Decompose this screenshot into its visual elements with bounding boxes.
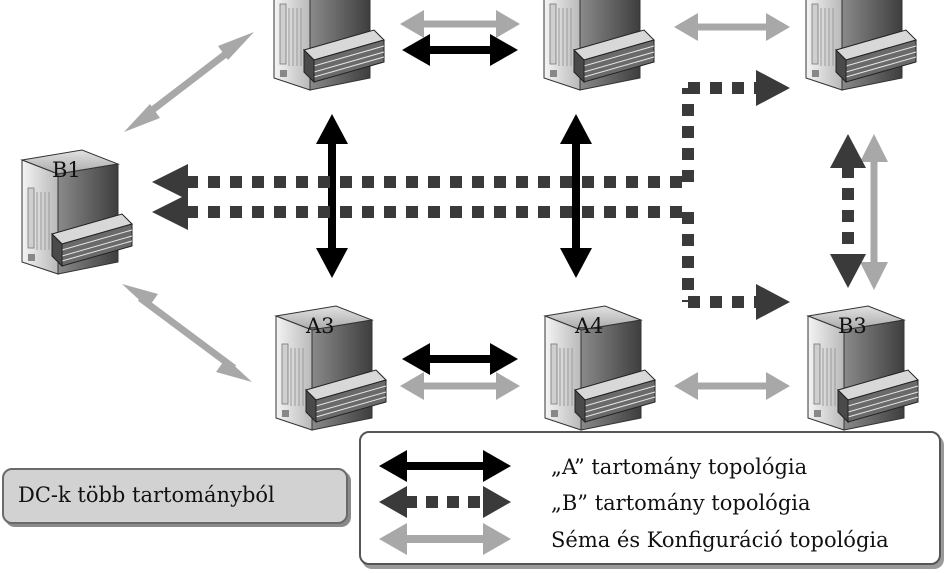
legend-label-domain-b: „B” tartomány topológia	[551, 491, 811, 515]
server-b3: B3	[807, 305, 919, 431]
legend-arrow-domain-a	[379, 450, 511, 482]
domain-a-arrow-a3-a4	[402, 343, 518, 375]
schema-arrow-a4-b3	[674, 372, 790, 400]
domain-b-arrow-b2-b3	[830, 134, 866, 288]
legend-row-domain-a: „A” tartomány topológia	[361, 449, 939, 483]
server-label: B1	[52, 158, 81, 182]
domain-b-connections	[152, 70, 866, 320]
schema-arrow-b1-a3	[122, 284, 252, 382]
server-label: B3	[838, 314, 867, 338]
schema-arrow-b1-a1	[124, 32, 254, 132]
legend-row-schema: Séma és Konfiguráció topológia	[361, 522, 939, 556]
server-a4: A4	[544, 305, 656, 431]
server-label: A4	[574, 314, 604, 338]
legend-row-domain-b: „B” tartomány topológia	[361, 485, 939, 519]
server-a2	[543, 0, 655, 91]
server-a3: A3	[275, 305, 387, 431]
domain-a-arrow-a1-a3	[316, 114, 348, 278]
legend-arrow-domain-b	[379, 486, 511, 518]
server-b2	[805, 0, 917, 91]
schema-connections	[122, 10, 888, 400]
domain-b-arrow-to-b2	[682, 70, 790, 182]
legend: „A” tartomány topológia „B” tartomány to…	[359, 431, 941, 565]
legend-arrow-schema	[379, 523, 511, 555]
caption-text: DC-k több tartományból	[18, 483, 275, 507]
domain-a-connections	[316, 34, 592, 375]
schema-arrow-a1-a2-top	[400, 10, 520, 38]
legend-label-domain-a: „A” tartomány topológia	[551, 455, 808, 479]
legend-label-schema: Séma és Konfiguráció topológia	[551, 528, 889, 552]
schema-arrow-a3-a4	[400, 372, 520, 400]
schema-arrow-a2-b2	[674, 13, 790, 41]
domain-b-arrow-b1-lower	[152, 194, 690, 230]
server-b1: B1	[21, 149, 133, 275]
server-a1	[273, 0, 385, 91]
server-label: A3	[305, 314, 335, 338]
caption-box: DC-k több tartományból	[2, 468, 348, 524]
schema-arrow-b2-b3	[860, 134, 888, 290]
domain-b-arrow-b1-upper	[152, 164, 690, 200]
domain-a-arrow-a2-a4	[560, 114, 592, 278]
domain-b-arrow-to-b3	[682, 212, 790, 320]
domain-a-arrow-a1-a2	[402, 34, 518, 66]
